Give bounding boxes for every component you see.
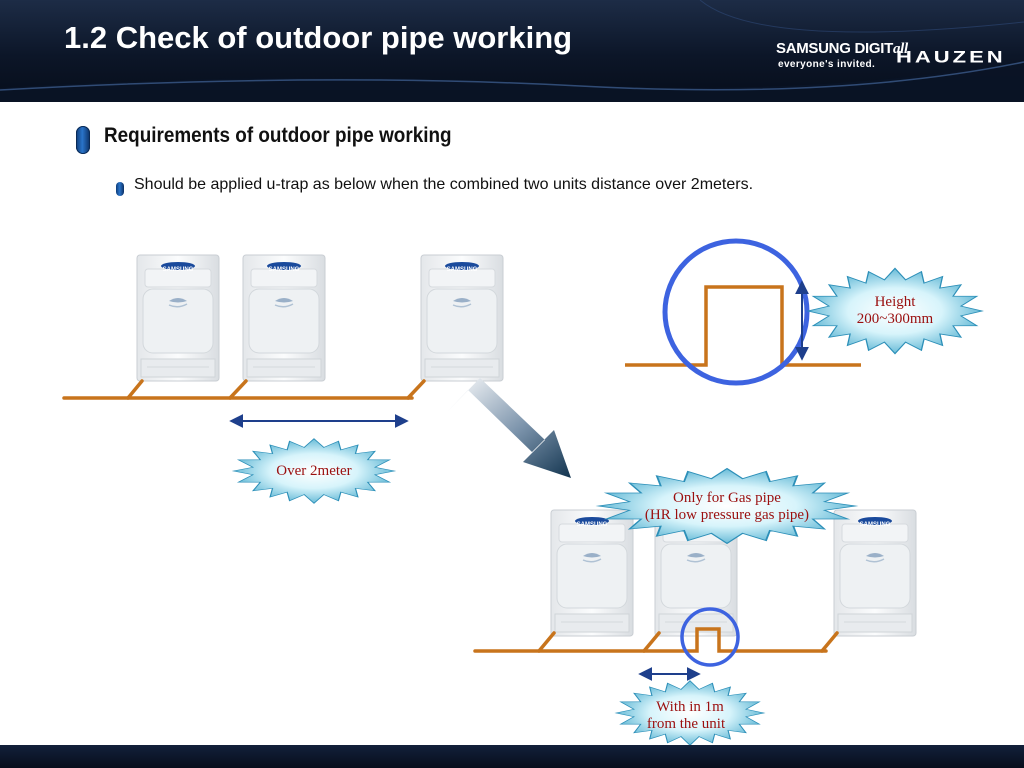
- unit-2-logo: SAMSUNG: [269, 267, 300, 273]
- outdoor-unit-1: [136, 254, 220, 382]
- outdoor-unit-3: [420, 254, 504, 382]
- gas-pipe-label: Only for Gas pipe: [673, 490, 781, 506]
- unit-3-logo: SAMSUNG: [447, 267, 478, 273]
- samsung-logo-text: SAMSUNG DIGIT: [776, 40, 893, 57]
- footer-bar: [0, 745, 1024, 768]
- within-1m-label: With in 1m: [656, 699, 724, 715]
- samsung-digitall-logo: SAMSUNG DIGITall: [776, 40, 908, 58]
- outdoor-unit-4: [550, 509, 634, 637]
- small-u-trap-circle: [680, 607, 740, 667]
- hauzen-logo: HAUZEN: [896, 47, 1006, 66]
- unit-4-logo: SAMSUNG: [577, 522, 608, 528]
- outdoor-unit-6: [833, 509, 917, 637]
- header-swoosh-decoration: [0, 0, 1024, 102]
- unit-1-logo: SAMSUNG: [163, 267, 194, 273]
- heading-bullet-icon: [76, 126, 90, 154]
- gas-pipe-type-label: (HR low pressure gas pipe): [645, 507, 809, 523]
- from-unit-label: from the unit: [647, 716, 726, 732]
- requirement-description: Should be applied u-trap as below when t…: [134, 176, 754, 193]
- transition-arrow: [447, 378, 571, 478]
- outdoor-unit-2: [242, 254, 326, 382]
- sub-bullet-icon: [116, 182, 124, 196]
- over-2meter-label: Over 2meter: [276, 463, 351, 479]
- samsung-logo-all: all: [892, 41, 908, 57]
- section-heading: Requirements of outdoor pipe working: [104, 124, 452, 147]
- top-pipe-line: [62, 379, 426, 400]
- brand-tagline: everyone's invited.: [778, 59, 876, 70]
- unit-6-logo: SAMSUNG: [860, 522, 891, 528]
- bottom-pipe-line: [473, 627, 839, 653]
- page-title: 1.2 Check of outdoor pipe working: [64, 20, 573, 55]
- gas-pipe-burst: [597, 467, 857, 545]
- u-trap-detail-circle: [662, 238, 810, 386]
- header-bar: 1.2 Check of outdoor pipe working SAMSUN…: [0, 0, 1024, 102]
- height-range-label: 200~300mm: [857, 311, 934, 327]
- height-label: Height: [875, 294, 917, 310]
